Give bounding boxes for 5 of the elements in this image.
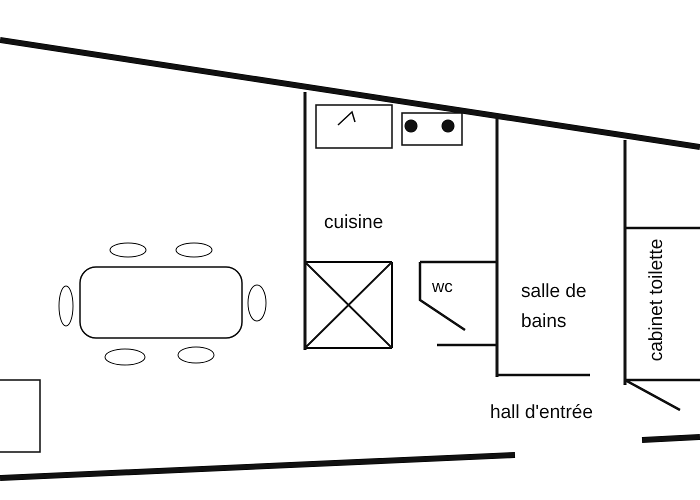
room-label: salle de bains xyxy=(521,280,588,334)
room-label: wc xyxy=(432,276,453,298)
room-label: cabinet toilette xyxy=(645,238,668,364)
room-label: hall d'entrée xyxy=(490,401,593,425)
room-label: cuisine xyxy=(324,211,384,235)
